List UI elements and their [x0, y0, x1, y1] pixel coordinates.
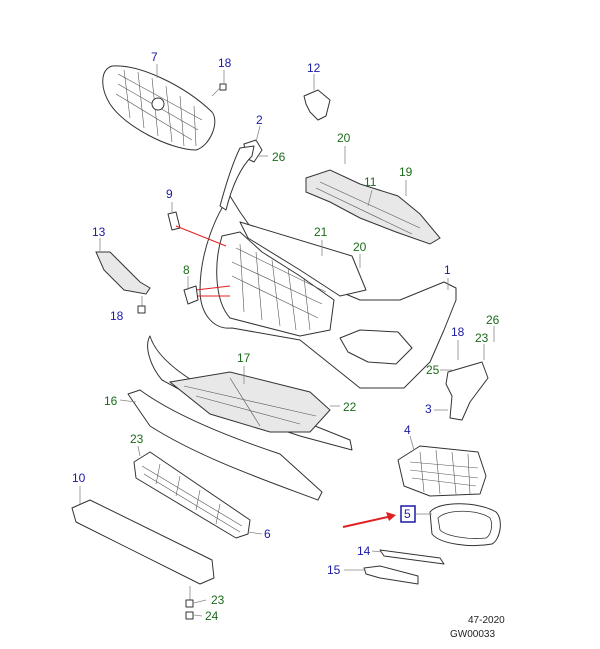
callout-23: 23	[130, 432, 144, 446]
callout-23: 23	[211, 593, 225, 607]
footer-code: GW00033	[450, 629, 495, 640]
callout-4: 4	[404, 423, 411, 437]
part-17-undertray	[119, 366, 340, 433]
callout-18: 18	[218, 56, 232, 70]
callout-3: 3	[425, 402, 432, 416]
part-15-trim	[344, 565, 419, 585]
callout-16: 16	[104, 394, 118, 408]
callout-20: 20	[353, 240, 367, 254]
callout-5: 5	[404, 507, 411, 521]
callout-18: 18	[451, 325, 465, 339]
callout-8: 8	[183, 263, 190, 277]
callout-22: 22	[343, 400, 357, 414]
highlight-box-5	[400, 505, 416, 523]
callout-labels: 7 18 12 2 26 20 11 19 9 13 21 20 1 8 18 …	[72, 50, 500, 623]
part-4-fog-lamp-grille	[397, 435, 487, 497]
callout-7: 7	[151, 50, 158, 64]
callout-24: 24	[205, 609, 219, 623]
part-13-side-bracket	[95, 238, 151, 314]
callout-2: 2	[256, 113, 263, 127]
part-11-upper-shroud	[305, 146, 441, 245]
part-3-corner-bracket	[434, 326, 495, 421]
callout-11: 11	[364, 175, 377, 189]
part-8-mount-bracket	[175, 145, 255, 305]
callout-13: 13	[92, 225, 106, 239]
callout-15: 15	[327, 563, 341, 577]
callout-14: 14	[357, 544, 371, 558]
footer-date: 47-2020	[468, 615, 505, 626]
callout-12: 12	[307, 61, 321, 75]
callout-20: 20	[337, 131, 351, 145]
part-14-trim-strip	[371, 549, 445, 565]
part-9-bracket	[167, 202, 181, 231]
callout-18: 18	[110, 309, 124, 323]
callout-6: 6	[264, 527, 271, 541]
callout-21: 21	[314, 225, 328, 239]
part-10-undershield	[71, 486, 215, 620]
callout-26: 26	[486, 313, 500, 327]
red-arrow	[342, 512, 396, 528]
callout-19: 19	[399, 165, 413, 179]
callout-1: 1	[444, 263, 451, 277]
callout-26: 26	[272, 150, 286, 164]
part-1-bumper-cover	[199, 195, 457, 389]
part-12-bracket	[303, 74, 331, 121]
part-5-fog-lamp-bezel	[416, 503, 501, 547]
callout-9: 9	[166, 187, 173, 201]
part-18-bolt-top	[211, 70, 227, 97]
part-7-radiator-grille	[102, 64, 216, 151]
callout-17: 17	[237, 351, 251, 365]
part-6-lower-grille	[133, 445, 263, 539]
callout-10: 10	[72, 471, 86, 485]
callout-23: 23	[475, 331, 489, 345]
callout-25: 25	[426, 363, 440, 377]
